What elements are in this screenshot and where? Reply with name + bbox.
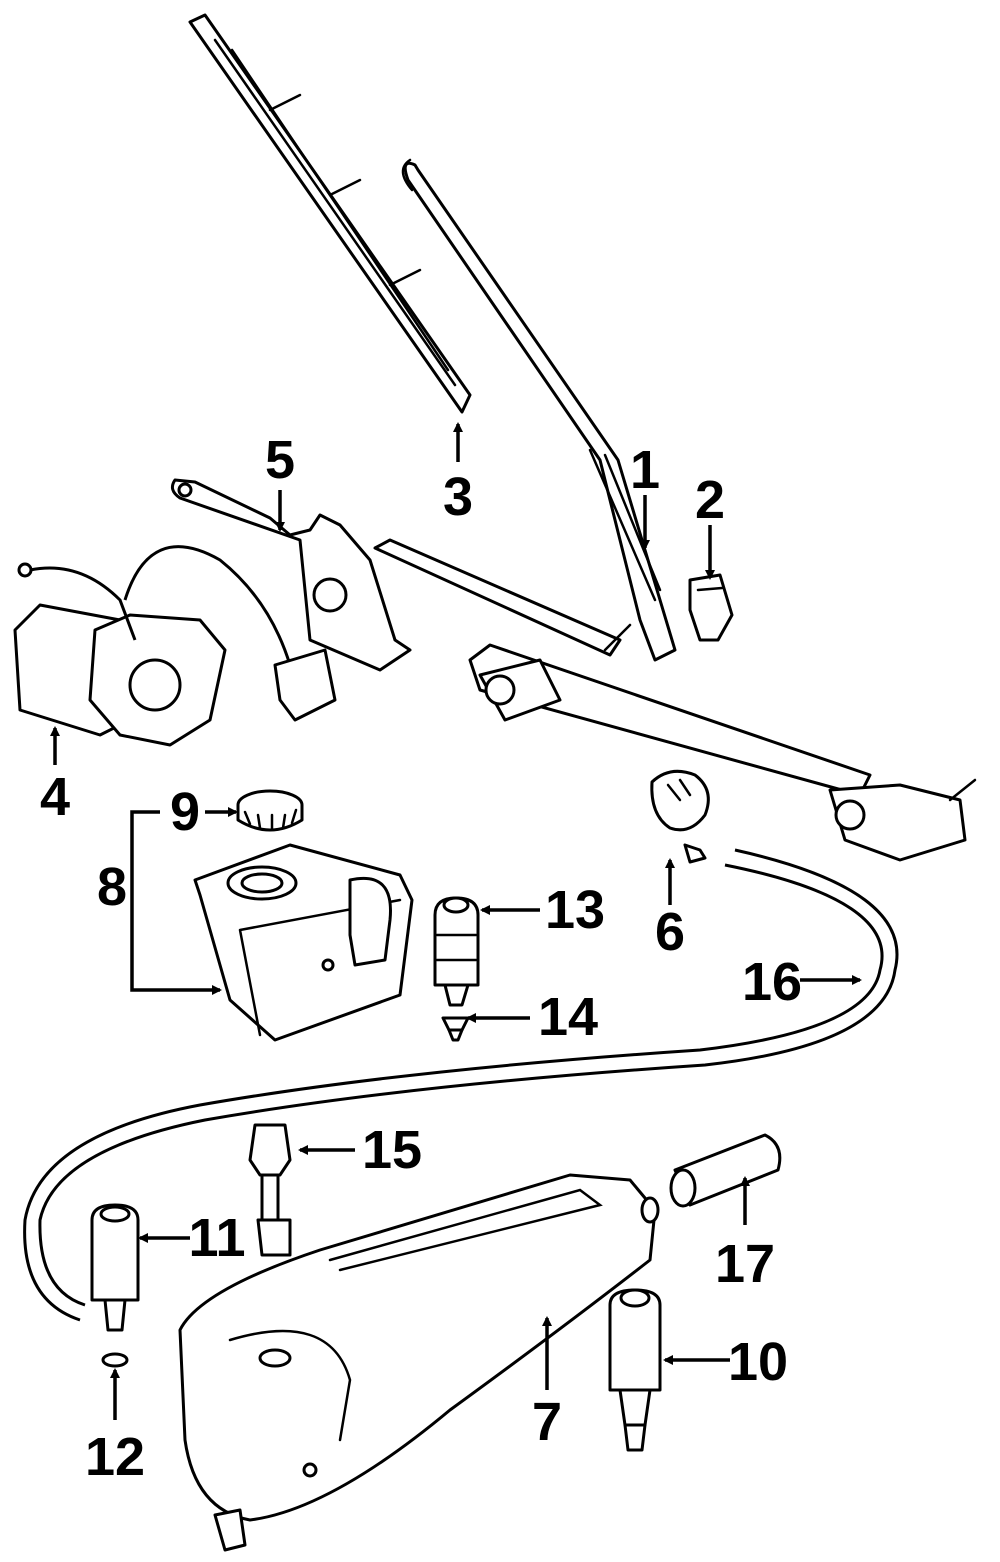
hose-connector-part bbox=[669, 1133, 782, 1208]
upper-pump-part bbox=[433, 896, 480, 1007]
washer-hose-part bbox=[23, 848, 899, 1322]
wiper-motor-part bbox=[13, 545, 337, 747]
callout-3: 3 bbox=[443, 467, 473, 527]
left-pump-part bbox=[90, 1203, 140, 1332]
washer-nozzle-part bbox=[650, 769, 710, 864]
callout-17: 17 bbox=[715, 1234, 775, 1294]
callout-labels: 3 1 2 5 4 9 8 6 13 14 16 15 11 12 7 10 1… bbox=[40, 430, 802, 1487]
callout-16: 16 bbox=[742, 952, 802, 1012]
arm-cap-part bbox=[688, 573, 734, 642]
bracket-part bbox=[170, 478, 412, 672]
lower-grommet-part bbox=[101, 1352, 129, 1368]
callout-5: 5 bbox=[265, 430, 295, 490]
callout-14: 14 bbox=[538, 987, 598, 1047]
callout-11: 11 bbox=[188, 1208, 245, 1268]
callout-6: 6 bbox=[655, 902, 685, 962]
callout-10: 10 bbox=[728, 1332, 788, 1392]
callout-13: 13 bbox=[545, 880, 605, 940]
wiper-blade-part bbox=[188, 13, 472, 414]
callout-7: 7 bbox=[532, 1392, 562, 1452]
wiper-arm-part bbox=[401, 158, 677, 662]
callout-8: 8 bbox=[97, 857, 127, 917]
linkage-part bbox=[373, 538, 977, 862]
callout-1: 1 bbox=[630, 440, 660, 500]
upper-reservoir-part bbox=[193, 843, 414, 1042]
leader-lines bbox=[50, 422, 862, 1420]
main-reservoir-part bbox=[178, 1173, 660, 1552]
right-pump-part bbox=[608, 1288, 662, 1452]
callout-2: 2 bbox=[695, 470, 725, 530]
filler-cap-part bbox=[236, 789, 304, 832]
callout-15: 15 bbox=[362, 1120, 422, 1180]
callout-4: 4 bbox=[40, 767, 70, 827]
upper-grommet-part bbox=[441, 1016, 470, 1042]
level-sensor-part bbox=[248, 1123, 292, 1257]
leader-8 bbox=[130, 810, 222, 995]
callout-12: 12 bbox=[85, 1427, 145, 1487]
callout-9: 9 bbox=[170, 782, 200, 842]
